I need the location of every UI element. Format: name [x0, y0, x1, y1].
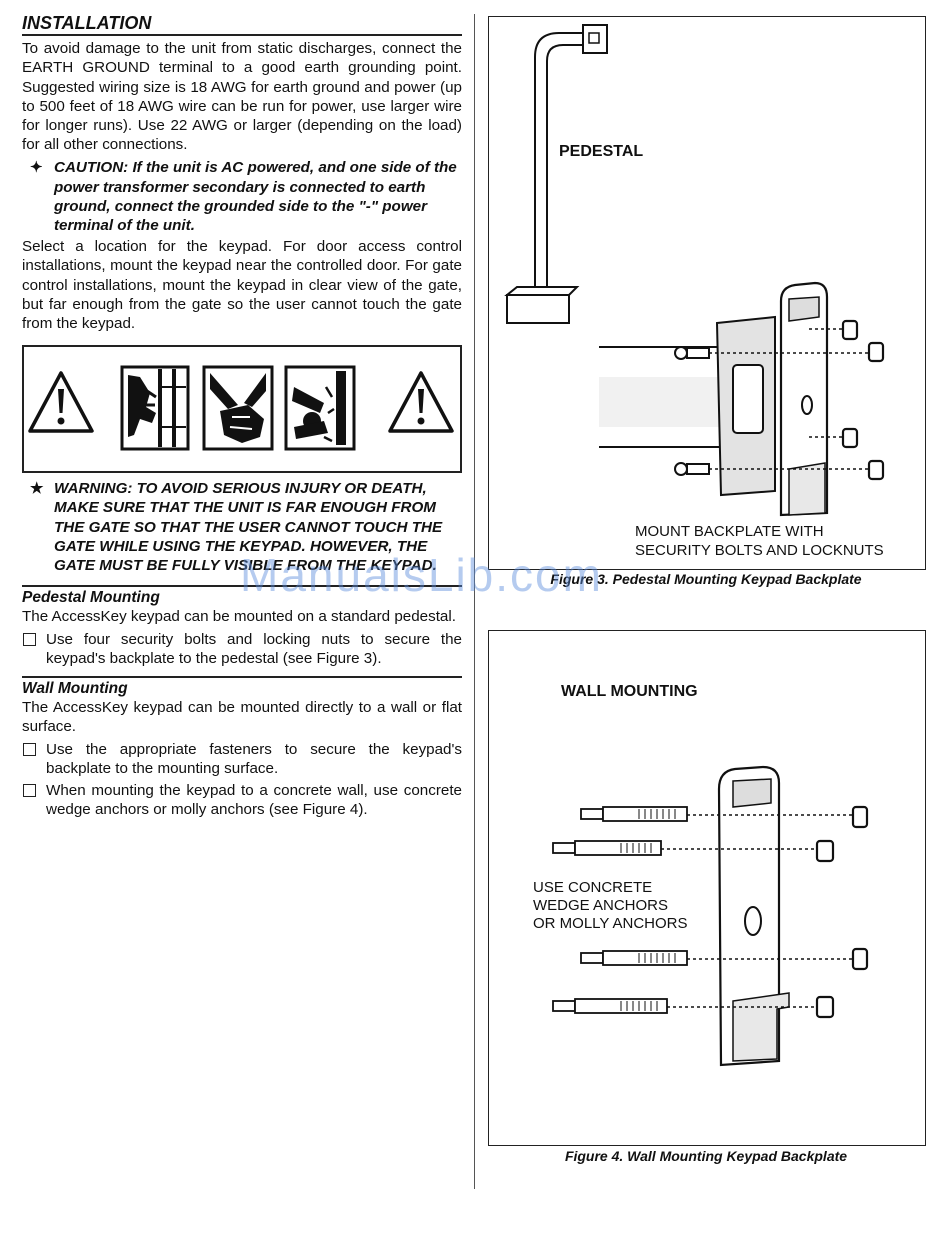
crush-hazard-icon [120, 365, 190, 451]
installation-heading: INSTALLATION [22, 13, 462, 37]
warning-text: WARNING: TO AVOID SERIOUS INJURY OR DEAT… [54, 480, 443, 575]
pedestal-text: The AccessKey keypad can be mounted on a… [22, 608, 456, 626]
pedestal-mount-drawing [504, 24, 885, 517]
location-text: Select a location for the keypad. For do… [22, 238, 462, 333]
left-column: INSTALLATION To avoid damage to the unit… [22, 13, 462, 820]
figure-4-caption: Figure 4. Wall Mounting Keypad Backplate [564, 1148, 848, 1164]
caution-marker-icon: ✦ [30, 159, 43, 177]
caution-note: ✦ CAUTION: If the unit is AC powered, an… [30, 158, 462, 235]
anchor-label-line-1: USE CONCRETE [533, 879, 653, 896]
pedestal-heading: Pedestal Mounting [22, 585, 462, 607]
watermark-logo: ManualsLib.com [240, 549, 603, 601]
wall-mount-drawing [552, 765, 869, 1067]
warning-note: ★ WARNING: TO AVOID SERIOUS INJURY OR DE… [30, 479, 462, 575]
wall-step-2: When mounting the keypad to a concrete w… [22, 781, 462, 819]
wall-text: The AccessKey keypad can be mounted dire… [22, 699, 462, 736]
pedestal-step: Use four security bolts and locking nuts… [22, 630, 462, 668]
checkbox-icon [23, 784, 36, 798]
warning-marker-icon: ★ [30, 480, 44, 498]
figure-4-frame: WALL MOUNTING USE CONCRETE WEDGE ANCHORS… [488, 630, 926, 1146]
pedestal-label: PEDESTAL [559, 143, 644, 160]
pedestal-step-text: Use four security bolts and locking nuts… [46, 630, 462, 667]
installation-intro: To avoid damage to the unit from static … [22, 40, 462, 154]
wall-step-2-text: When mounting the keypad to a concrete w… [46, 782, 462, 819]
anchor-label-line-3: OR MOLLY ANCHORS [533, 915, 688, 932]
hand-crush-icon [202, 365, 274, 451]
caution-text: CAUTION: If the unit is AC powered, and … [54, 159, 457, 235]
mount-label-line-1: MOUNT BACKPLATE WITH [635, 523, 824, 540]
wall-step-1: Use the appropriate fasteners to secure … [22, 740, 462, 778]
hazard-icons-panel [22, 345, 462, 474]
checkbox-icon [23, 632, 36, 646]
impact-hazard-icon [284, 365, 356, 451]
wall-heading: Wall Mounting [22, 676, 462, 698]
warning-triangle-icon [28, 371, 94, 433]
checkbox-icon [23, 742, 36, 756]
figure-3-frame: PEDESTAL MOUNT BACKPLATE WITH SECURITY B… [488, 16, 926, 570]
anchor-label-line-2: WEDGE ANCHORS [533, 897, 669, 914]
mount-label-line-2: SECURITY BOLTS AND LOCKNUTS [635, 542, 884, 559]
wall-step-1-text: Use the appropriate fasteners to secure … [46, 740, 462, 777]
figure-3-caption: Figure 3. Pedestal Mounting Keypad Backp… [550, 571, 862, 587]
wall-mounting-label: WALL MOUNTING [561, 683, 698, 700]
column-divider [474, 14, 475, 1189]
warning-triangle-icon [388, 371, 454, 433]
